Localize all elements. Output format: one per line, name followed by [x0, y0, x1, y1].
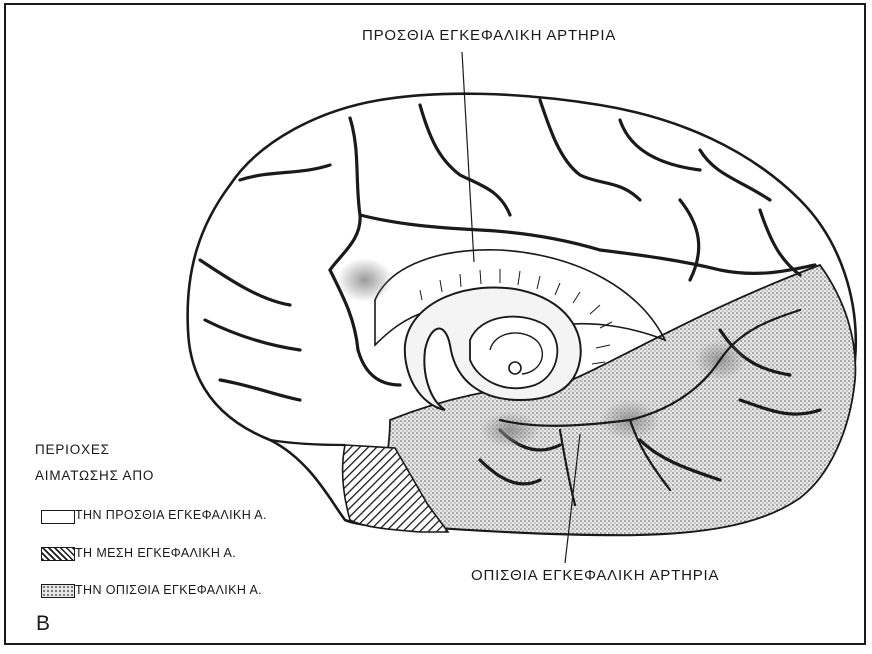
anterior-artery-label: ΠΡΟΣΘΙΑ ΕΓΚΕΦΑΛΙΚΗ ΑΡΤΗΡΙΑ — [362, 27, 616, 44]
legend-swatch-middle — [41, 547, 75, 561]
legend-title-line2: ΑΙΜΑΤΩΣΗΣ ΑΠΟ — [35, 468, 154, 483]
legend-swatch-posterior — [41, 584, 75, 598]
legend-item-posterior: ΤΗΝ ΟΠΙΣΘΙΑ ΕΓΚΕΦΑΛΙΚΗ Α. — [75, 583, 262, 597]
legend-swatch-anterior — [41, 510, 75, 524]
legend-item-middle: ΤΗ ΜΕΣΗ ΕΓΚΕΦΑΛΙΚΗ Α. — [75, 546, 236, 560]
legend-title-line1: ΠΕΡΙΟΧΕΣ — [35, 442, 110, 457]
panel-letter: Β — [36, 612, 51, 636]
legend-item-anterior: ΤΗΝ ΠΡΟΣΘΙΑ ΕΓΚΕΦΑΛΙΚΗ Α. — [75, 508, 267, 522]
interthalamic-adhesion — [509, 362, 521, 374]
posterior-artery-label: ΟΠΙΣΘΙΑ ΕΓΚΕΦΑΛΙΚΗ ΑΡΤΗΡΙΑ — [471, 567, 719, 584]
thalamus — [470, 317, 557, 389]
